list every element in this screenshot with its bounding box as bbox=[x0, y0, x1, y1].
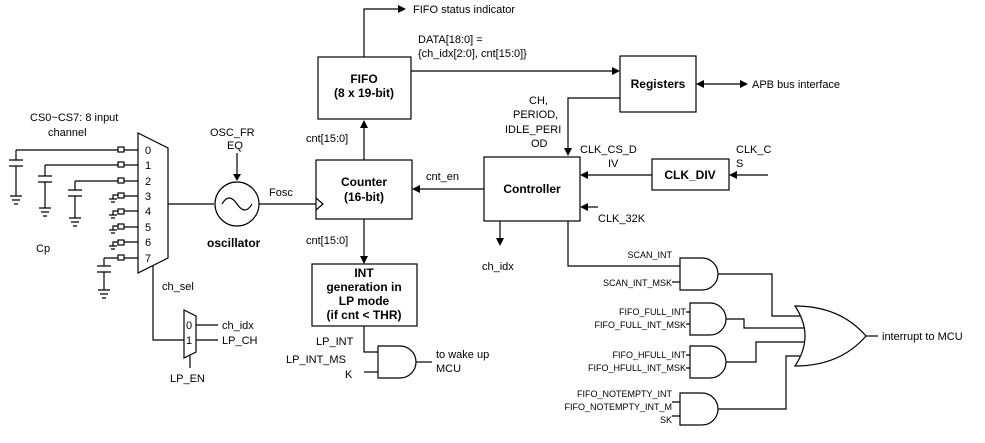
fifo-data-label-2: {ch_idx[2:0], cnt[15:0]} bbox=[418, 48, 527, 60]
clk32k-label: CLK_32K bbox=[598, 213, 646, 225]
counter-block bbox=[315, 159, 413, 220]
mux-ch-3: 3 bbox=[145, 191, 151, 203]
mux2-in1: 1 bbox=[186, 335, 192, 347]
counter-sub: (16-bit) bbox=[344, 190, 384, 204]
clk-cs-div-label-1: CLK_CS_D bbox=[580, 144, 637, 156]
and-gate-lp bbox=[377, 345, 417, 379]
capacitor-2 bbox=[38, 165, 52, 217]
reg-out-4: OD bbox=[531, 138, 548, 150]
mux-2to1 bbox=[183, 309, 197, 359]
cnt-en-label: cnt_en bbox=[426, 171, 459, 183]
osc-freq-label-2: EQ bbox=[227, 140, 243, 152]
mux-ch-1: 1 bbox=[145, 160, 151, 172]
fifo-notempty-msk-label-1: FIFO_NOTEMPTY_INT_M bbox=[564, 402, 672, 412]
scan-int-msk-label: SCAN_INT_MSK bbox=[603, 278, 672, 288]
mux-ch-6: 6 bbox=[145, 237, 151, 249]
controller-title: Controller bbox=[503, 182, 561, 196]
fifo-notempty-int-label: FIFO_NOTEMPTY_INT bbox=[577, 389, 673, 399]
int-gen-l1: INT bbox=[354, 266, 374, 280]
apb-label: APB bus interface bbox=[752, 79, 840, 91]
ch-idx-label: ch_idx bbox=[482, 261, 514, 273]
int-gen-l3: LP mode bbox=[339, 294, 390, 308]
controller-block bbox=[483, 156, 581, 222]
fifo-full-int-label: FIFO_FULL_INT bbox=[619, 307, 687, 317]
capacitor-4 bbox=[97, 258, 111, 299]
channel-pins bbox=[117, 146, 125, 261]
mux-ch-5: 5 bbox=[145, 222, 151, 234]
int-gen-l2: generation in bbox=[326, 280, 401, 294]
registers-block bbox=[619, 55, 697, 113]
fifo-full-int-msk-label: FIFO_FULL_INT_MSK bbox=[594, 320, 686, 330]
clkdiv-title: CLK_DIV bbox=[664, 168, 715, 182]
counter-title: Counter bbox=[341, 175, 387, 189]
and-gate-fifo-hfull bbox=[689, 345, 727, 379]
ch-idx-out-label: ch_idx bbox=[222, 320, 254, 332]
cnt-bottom-label: cnt[15:0] bbox=[306, 235, 348, 247]
reg-out-1: CH, bbox=[529, 95, 548, 107]
input-title-line2: channel bbox=[48, 127, 87, 139]
lp-int-msk-label-1: LP_INT_MS bbox=[286, 354, 346, 366]
lp-int-msk-label-2: K bbox=[345, 369, 353, 381]
and-gate-fifo-notempty bbox=[679, 392, 719, 426]
scan-int-label: SCAN_INT bbox=[627, 250, 672, 260]
lp-en-label: LP_EN bbox=[170, 373, 205, 385]
cp-label: Cp bbox=[36, 243, 50, 255]
and-gate-fifo-full bbox=[689, 302, 727, 336]
mux2-in0: 0 bbox=[186, 320, 192, 332]
or-gate-interrupt bbox=[793, 305, 867, 367]
fifo-sub: (8 x 19-bit) bbox=[334, 86, 394, 100]
fifo-title: FIFO bbox=[350, 72, 377, 86]
cnt-top-label: cnt[15:0] bbox=[306, 133, 348, 145]
capacitor-3 bbox=[68, 181, 82, 227]
ch-sel-label: ch_sel bbox=[162, 281, 194, 293]
interrupt-label: interrupt to MCU bbox=[882, 331, 963, 343]
fifo-status-label: FIFO status indicator bbox=[413, 4, 515, 16]
input-title-line1: CS0~CS7: 8 input bbox=[30, 112, 118, 124]
wake-label-1: to wake up bbox=[436, 349, 489, 361]
and-gate-scan bbox=[679, 257, 719, 291]
reg-out-2: PERIOD, bbox=[513, 109, 558, 121]
fifo-notempty-msk-label-2: SK bbox=[660, 415, 672, 425]
fifo-hfull-int-msk-label: FIFO_HFULL_INT_MSK bbox=[588, 363, 686, 373]
lp-int-label: LP_INT bbox=[316, 336, 354, 348]
mux-ch-0: 0 bbox=[145, 145, 151, 157]
clk-cs-div-label-2: IV bbox=[608, 158, 619, 170]
fifo-data-label-1: DATA[18:0] = bbox=[418, 34, 483, 46]
mux-ch-4: 4 bbox=[145, 206, 151, 218]
clkdiv-block bbox=[651, 158, 730, 191]
lp-ch-label: LP_CH bbox=[222, 335, 258, 347]
int-gen-l4: (if cnt < THR) bbox=[327, 308, 402, 322]
clk-cs-label-2: S bbox=[736, 158, 743, 170]
oscillator-label: oscillator bbox=[207, 236, 261, 250]
fifo-hfull-int-label: FIFO_HFULL_INT bbox=[612, 350, 686, 360]
mux-ch-7: 7 bbox=[145, 253, 151, 265]
wake-label-2: MCU bbox=[436, 363, 461, 375]
capacitor-1 bbox=[9, 150, 23, 205]
fosc-label: Fosc bbox=[269, 187, 293, 199]
clk-cs-label-1: CLK_C bbox=[736, 144, 772, 156]
osc-freq-label-1: OSC_FR bbox=[210, 127, 255, 139]
reg-out-3: IDLE_PERI bbox=[505, 124, 561, 136]
registers-title: Registers bbox=[631, 77, 686, 91]
mux-ch-2: 2 bbox=[145, 176, 151, 188]
mux-8to1 bbox=[137, 132, 169, 274]
